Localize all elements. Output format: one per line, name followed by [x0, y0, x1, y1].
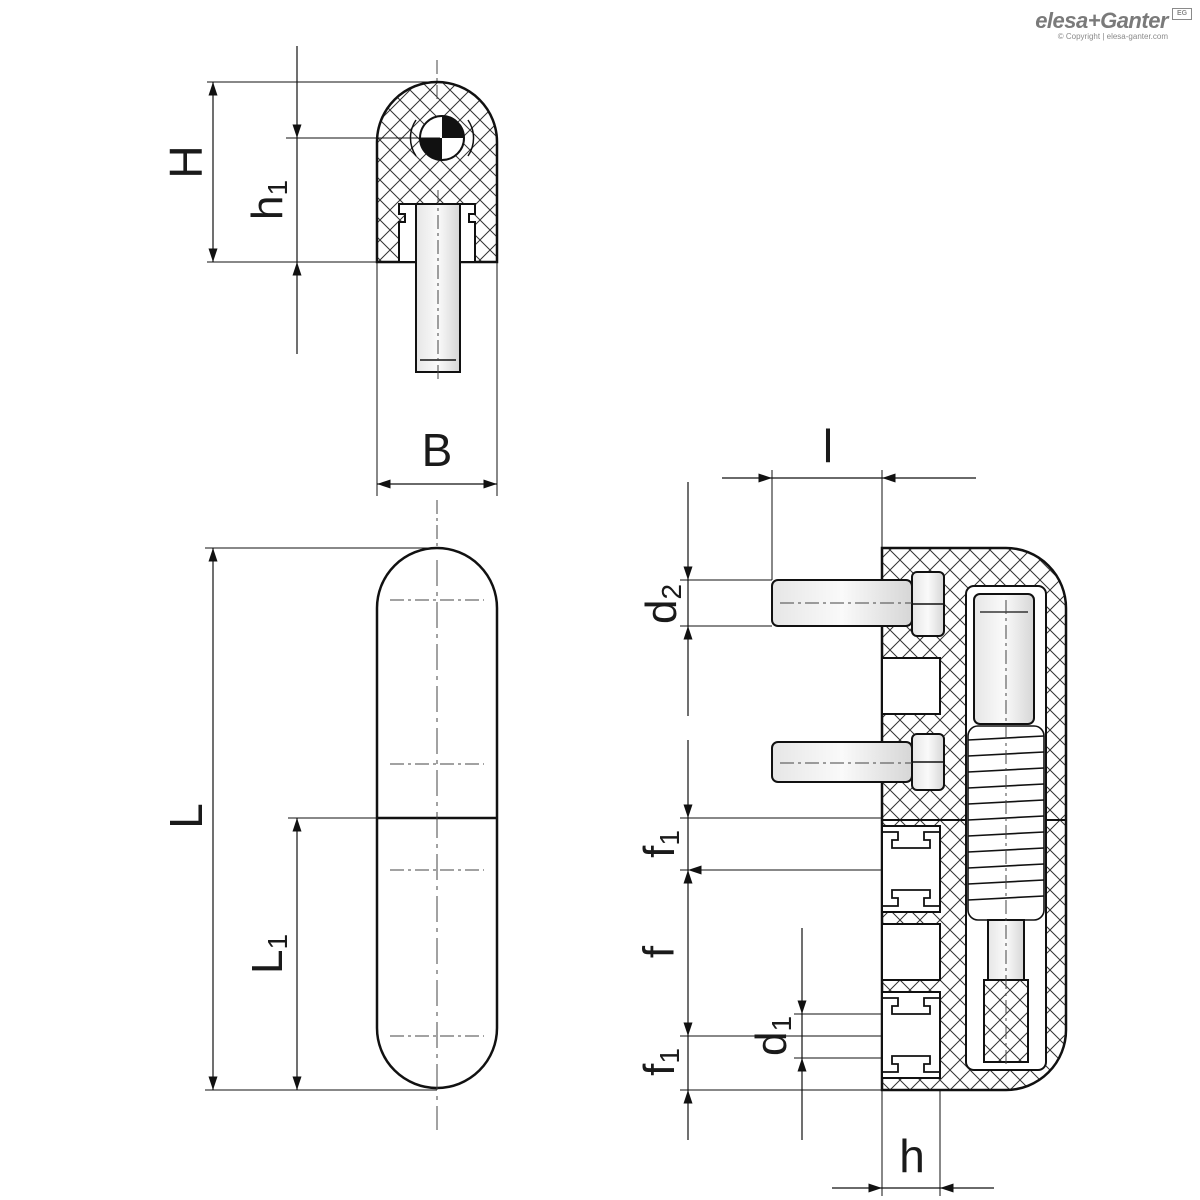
- front-view: [205, 546, 499, 1130]
- insert-lower: [881, 991, 941, 1079]
- brand-name: elesa+Ganter: [1035, 8, 1168, 33]
- label-h1: h1: [243, 180, 294, 220]
- section-view: [680, 470, 1068, 1196]
- top-view: [207, 46, 499, 560]
- label-L1: L1: [243, 934, 294, 974]
- label-f1-top: f1: [635, 830, 686, 858]
- label-f1-bottom: f1: [635, 1048, 686, 1076]
- insert-upper: [881, 825, 941, 913]
- label-d1: d1: [747, 1016, 798, 1056]
- label-l: l: [823, 420, 833, 472]
- brand-badge: EG: [1172, 8, 1192, 20]
- label-h: h: [899, 1130, 925, 1182]
- label-d2: d2: [637, 584, 688, 624]
- hinge-pin: [973, 593, 1035, 725]
- label-B: B: [422, 424, 453, 476]
- label-f: f: [635, 945, 684, 958]
- brand-logo: elesa+Ganter © Copyright | elesa-ganter.…: [1035, 8, 1192, 41]
- label-L: L: [160, 803, 212, 829]
- brand-copyright: © Copyright | elesa-ganter.com: [1057, 32, 1168, 41]
- label-H: H: [160, 145, 212, 178]
